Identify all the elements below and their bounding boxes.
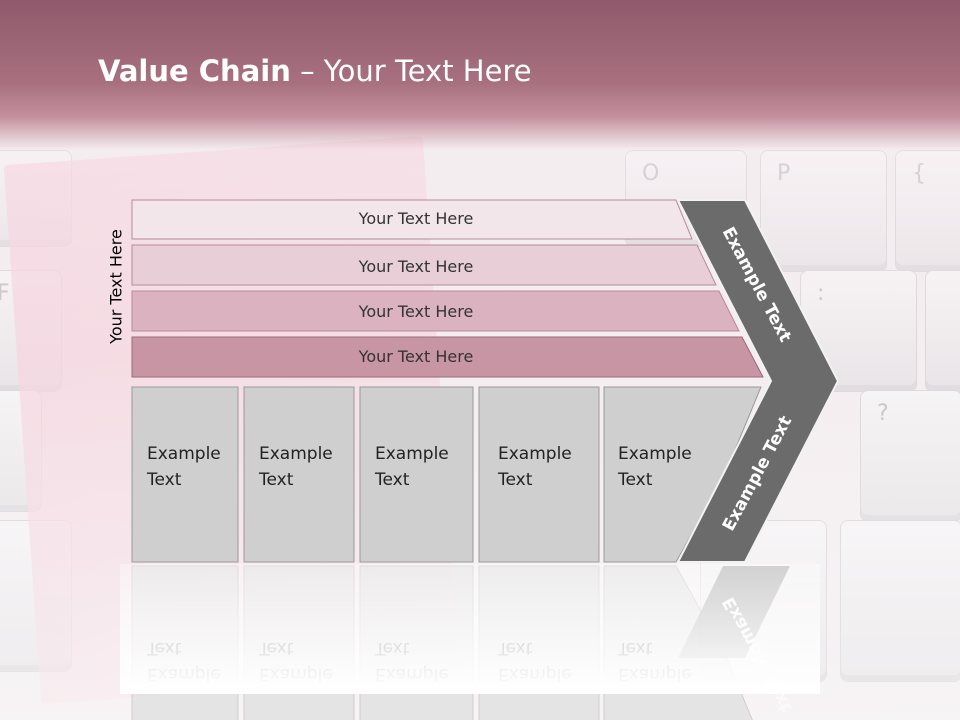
support-band-3-label: Your Text Here [358,302,474,321]
activity-4-line2: Text [497,470,533,490]
activity-4-line1: Example [498,444,572,464]
activity-1-line1: Example [147,444,221,464]
support-band-1 [131,199,693,240]
reflection-fade [120,564,820,694]
support-band-4 [131,336,764,378]
support-bands: Your Text Here Your Text Here Your Text … [131,199,764,378]
activity-1-line2: Text [146,470,182,490]
title-band [0,0,960,150]
support-band-2 [131,244,717,286]
title-rest: – Your Text Here [290,54,532,88]
activity-2-line1: Example [259,444,333,464]
support-band-1-label: Your Text Here [358,209,474,228]
activity-2-line2: Text [258,470,294,490]
activity-box-4 [478,386,600,563]
activity-box-2 [243,386,355,563]
activity-3-line1: Example [375,444,449,464]
support-band-4-label: Your Text Here [358,347,474,366]
activity-5-line2: Text [617,470,653,490]
activity-5-line1: Example [618,444,692,464]
primary-activities: Example Text Example Text Example Text E… [131,386,762,563]
activity-box-3 [359,386,474,563]
slide-title: Value Chain – Your Text Here [98,54,532,88]
support-band-3 [131,290,740,332]
margin-chevron [676,199,840,563]
activity-box-1 [131,386,239,563]
support-band-2-label: Your Text Here [358,257,474,276]
activity-3-line2: Text [374,470,410,490]
title-bold: Value Chain [98,54,291,88]
